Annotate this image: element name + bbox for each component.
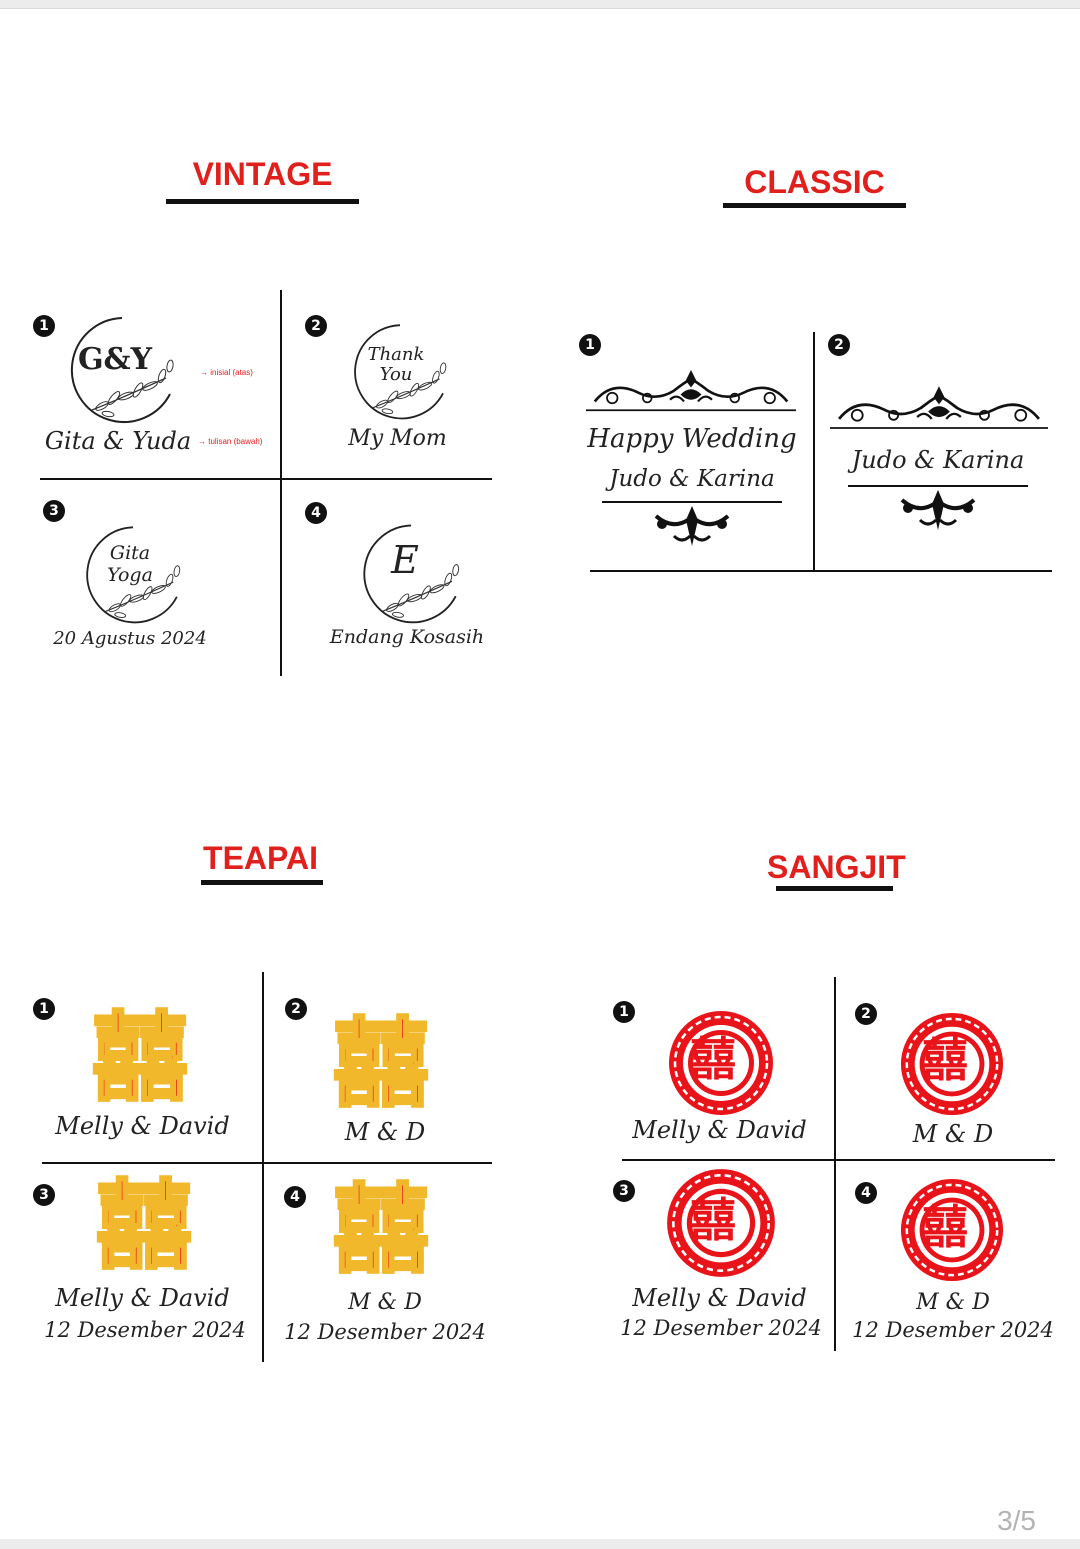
- grid-divider-vertical: [280, 290, 282, 676]
- title-underline: [776, 886, 893, 891]
- number-badge: 4: [305, 502, 327, 524]
- number-badge: 1: [613, 1001, 635, 1023]
- grid-divider-horizontal: [40, 478, 492, 480]
- title-underline: [723, 203, 906, 208]
- double-happiness-icon: 囍: [690, 1193, 736, 1247]
- double-happiness-icon: 囍: [922, 1200, 968, 1254]
- number-badge: 1: [33, 315, 55, 337]
- page-indicator: 3/5: [997, 1505, 1036, 1536]
- name-text: Endang Kosasih: [329, 626, 485, 648]
- number-badge: 3: [43, 500, 65, 522]
- double-happiness-icon: 囍: [95, 1170, 194, 1282]
- number-badge: 2: [285, 998, 307, 1020]
- number-badge: 2: [828, 334, 850, 356]
- name-text: Gita & Yuda: [44, 427, 192, 455]
- double-happiness-icon: 囍: [91, 1002, 190, 1114]
- date-text: 12 Desember 2024: [284, 1320, 486, 1344]
- number-badge: 3: [33, 1184, 55, 1206]
- grid-divider-horizontal: [590, 570, 1052, 572]
- bottom-ornament-icon: [848, 484, 1028, 532]
- note-text: → tulisan (bawah): [198, 437, 263, 446]
- initials-text: M & D: [916, 1290, 990, 1315]
- names-text: Melly & David: [55, 1112, 230, 1140]
- heading-text: Happy Wedding: [587, 424, 797, 454]
- grid-divider-horizontal: [622, 1159, 1055, 1161]
- title-underline: [201, 880, 323, 885]
- names-stacked: Gita Yoga: [107, 542, 153, 586]
- date-text: 12 Desember 2024: [620, 1316, 822, 1340]
- double-happiness-icon: 囍: [332, 1174, 431, 1286]
- section-title-sangjit: SANGJIT: [767, 849, 906, 885]
- double-happiness-icon: 囍: [690, 1032, 736, 1086]
- names-text: Melly & David: [632, 1284, 807, 1312]
- flourish-ornament-icon: [830, 384, 1048, 430]
- initials-text: M & D: [912, 1120, 994, 1148]
- bottom-bar: [0, 1539, 1080, 1549]
- double-happiness-icon: 囍: [332, 1008, 431, 1120]
- section-title-classic: CLASSIC: [744, 164, 885, 200]
- title-underline: [166, 199, 359, 204]
- section-title-vintage: VINTAGE: [192, 156, 333, 192]
- monogram-initial: E: [391, 538, 419, 582]
- date-text: 20 Agustus 2024: [53, 628, 207, 649]
- date-text: 12 Desember 2024: [44, 1318, 246, 1342]
- initials-text: M & D: [348, 1290, 422, 1315]
- number-badge: 1: [33, 998, 55, 1020]
- top-bar: [0, 0, 1080, 9]
- number-badge: 4: [855, 1182, 877, 1204]
- names-text: Judo & Karina: [609, 466, 775, 492]
- section-title-teapai: TEAPAI: [203, 840, 318, 876]
- names-text: Melly & David: [55, 1284, 230, 1312]
- number-badge: 2: [855, 1003, 877, 1025]
- grid-divider-vertical: [834, 977, 836, 1351]
- bottom-ornament-icon: [602, 500, 782, 548]
- names-text: Judo & Karina: [851, 446, 1025, 474]
- names-text: Melly & David: [632, 1116, 807, 1144]
- grid-divider-horizontal: [42, 1162, 492, 1164]
- number-badge: 2: [305, 315, 327, 337]
- number-badge: 3: [613, 1180, 635, 1202]
- initials-text: M & D: [344, 1118, 426, 1146]
- double-happiness-icon: 囍: [922, 1033, 968, 1087]
- number-badge: 1: [579, 334, 601, 356]
- name-text: My Mom: [348, 426, 447, 451]
- number-badge: 4: [284, 1186, 306, 1208]
- thank-you-text: Thank You: [367, 344, 425, 385]
- grid-divider-vertical: [262, 972, 264, 1362]
- monogram-initials: G&Y: [77, 342, 153, 377]
- grid-divider-vertical: [813, 332, 815, 572]
- note-initials: → inisial (atas): [200, 368, 253, 377]
- date-text: 12 Desember 2024: [852, 1318, 1054, 1342]
- flourish-ornament-icon: [586, 368, 796, 412]
